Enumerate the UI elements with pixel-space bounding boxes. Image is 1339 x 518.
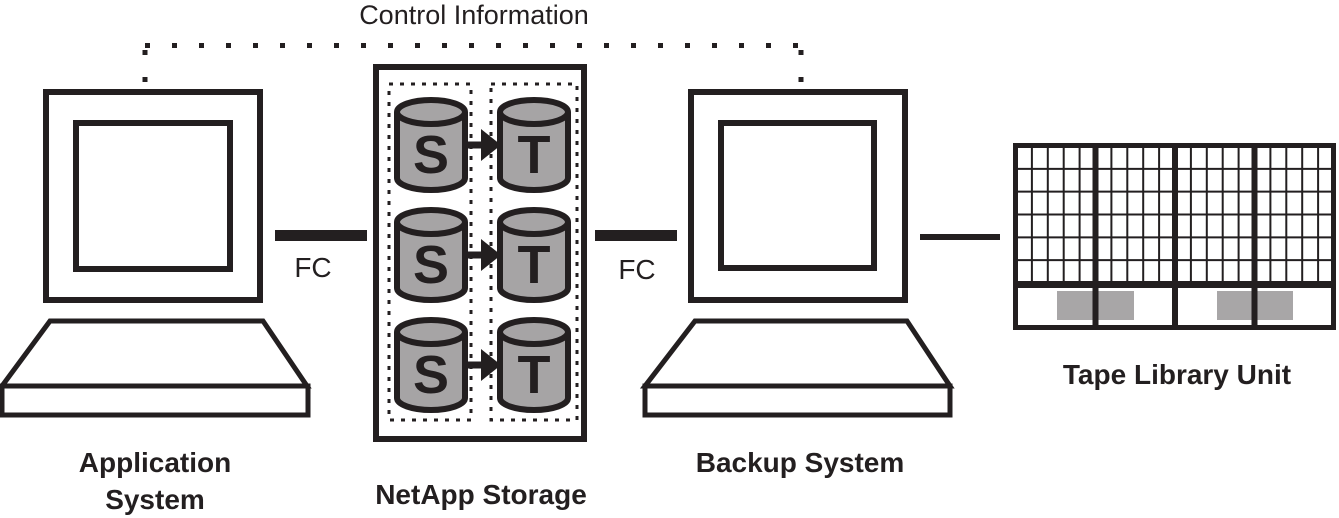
target-volumes-frame — [489, 82, 579, 422]
netapp-storage-node: S T S — [373, 64, 587, 510]
tape-library-node: Tape Library Unit — [1013, 143, 1336, 390]
fc-link-right: FC — [595, 230, 677, 285]
mirror-arrow-icon — [466, 129, 501, 161]
application-system-label-line1: Application — [79, 447, 231, 478]
source-volume-letter: S — [413, 125, 449, 185]
source-volume-icon: S — [394, 317, 468, 413]
control-information-label: Control Information — [359, 0, 589, 30]
backup-system-node: Backup System — [639, 89, 955, 478]
tape-library-label: Tape Library Unit — [1063, 359, 1291, 390]
mirror-arrow-icon — [466, 349, 501, 381]
target-volume-icon: T — [497, 317, 571, 413]
application-system-node: Application System — [0, 89, 312, 515]
source-volume-letter: S — [413, 345, 449, 405]
source-volume-letter: S — [413, 235, 449, 295]
control-information-link: Control Information — [142, 0, 804, 89]
backup-keyboard-front — [642, 383, 953, 418]
target-volume-icon: T — [497, 97, 571, 193]
fc-link-left: FC — [275, 230, 367, 283]
snapmirror-pair: S T — [394, 207, 571, 303]
mirror-arrow-icon — [466, 239, 501, 271]
backup-system-label: Backup System — [696, 447, 905, 478]
fc-left-label: FC — [294, 252, 331, 283]
application-keyboard-icon — [0, 318, 312, 389]
target-volume-letter: T — [518, 125, 551, 185]
application-system-label-line2: System — [105, 484, 205, 515]
snapmirror-pair: S T — [394, 97, 571, 193]
backup-keyboard-icon — [639, 318, 955, 389]
fc-right-label: FC — [618, 254, 655, 285]
fc-right-cable — [595, 230, 677, 241]
fc-left-cable — [275, 230, 367, 241]
application-keyboard-front — [0, 383, 311, 418]
application-screen-icon — [73, 120, 233, 272]
tape-connector-line — [920, 234, 1000, 240]
snapmirror-pair: S T — [394, 317, 571, 413]
netapp-storage-label: NetApp Storage — [375, 479, 587, 510]
target-volume-icon: T — [497, 207, 571, 303]
target-volume-letter: T — [518, 235, 551, 295]
source-volume-icon: S — [394, 97, 468, 193]
target-volume-letter: T — [518, 345, 551, 405]
backup-screen-icon — [718, 120, 877, 271]
source-volume-icon: S — [394, 207, 468, 303]
